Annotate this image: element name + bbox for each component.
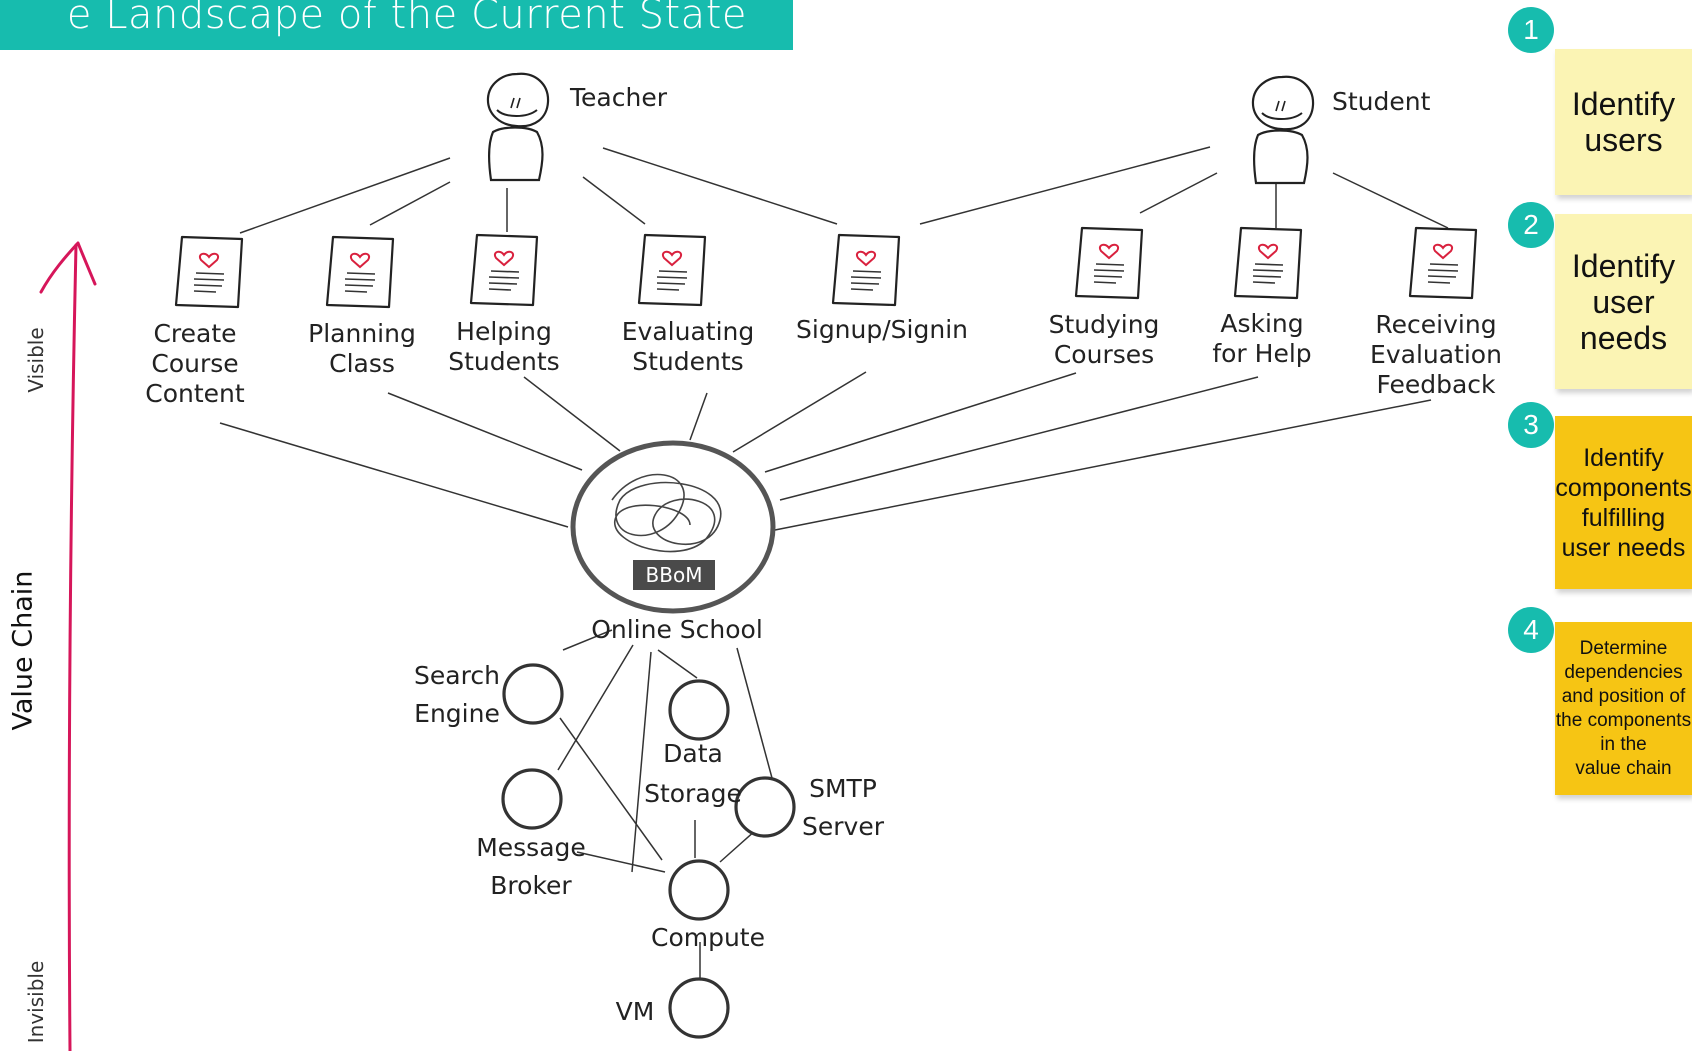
dependency-lines: [219, 146, 1449, 982]
need-signup-label: Signup/Signin: [796, 315, 968, 344]
step-1-badge: 1: [1508, 7, 1554, 53]
need-signup-icon: [831, 233, 901, 307]
dependency-line: [732, 371, 867, 453]
vm-label: VM: [616, 997, 655, 1026]
compute-component: [668, 859, 730, 921]
online-school-component: BBoM: [570, 440, 776, 614]
title-banner: e Landscape of the Current State: [0, 0, 793, 50]
dependency-line: [631, 651, 652, 873]
compute-label: Compute: [651, 923, 765, 952]
smtp-component: [734, 776, 796, 838]
step-2-badge: 2: [1508, 202, 1554, 248]
search-component: [502, 663, 564, 725]
bbom-badge: BBoM: [646, 563, 703, 587]
dependency-line: [557, 644, 634, 771]
dependency-line: [774, 399, 1432, 531]
need-evaluating-icon: [637, 233, 707, 307]
message-component: [501, 768, 563, 830]
dependency-line: [387, 392, 583, 471]
need-receiving-icon: [1408, 226, 1478, 300]
page-title: e Landscape of the Current State: [66, 0, 747, 38]
dependency-line: [736, 647, 773, 779]
axis-bottom-label: Invisible: [24, 960, 48, 1044]
axis-top-label: Visible: [24, 327, 48, 393]
need-create-icon: [174, 235, 244, 309]
need-helping-icon: [469, 233, 539, 307]
dependency-line: [219, 422, 569, 528]
dependency-line: [1332, 172, 1449, 229]
dependency-line: [764, 372, 1077, 473]
step-3-badge: 3: [1508, 402, 1554, 448]
dependency-line: [689, 392, 708, 441]
data-component: [668, 679, 730, 741]
dependency-line: [239, 157, 451, 234]
vm-component: [668, 977, 730, 1039]
student-user-icon: [1251, 75, 1315, 185]
dependency-line: [559, 717, 663, 861]
axis-arrow-line: [67, 243, 78, 1051]
dependency-line: [779, 376, 1259, 501]
dependency-line: [657, 649, 698, 679]
axis-arrow-head: [39, 241, 97, 294]
need-asking-icon: [1233, 226, 1303, 300]
dependency-line: [523, 376, 621, 452]
teacher-label: Teacher: [569, 83, 668, 112]
dependency-line: [1139, 172, 1218, 214]
online-school-label: Online School: [591, 615, 763, 644]
dependency-line: [562, 629, 613, 651]
need-planning-icon: [325, 235, 395, 309]
dependency-line: [576, 851, 666, 873]
teacher-user-icon: [486, 72, 550, 182]
dependency-line: [919, 146, 1211, 225]
need-studying-icon: [1074, 226, 1144, 300]
step-4-badge: 4: [1508, 607, 1554, 653]
student-label: Student: [1332, 87, 1431, 116]
axis-title: Value Chain: [7, 570, 39, 731]
value-chain-axis: [39, 241, 97, 1051]
dependency-line: [369, 181, 451, 226]
dependency-line: [602, 147, 838, 225]
dependency-line: [582, 176, 646, 225]
